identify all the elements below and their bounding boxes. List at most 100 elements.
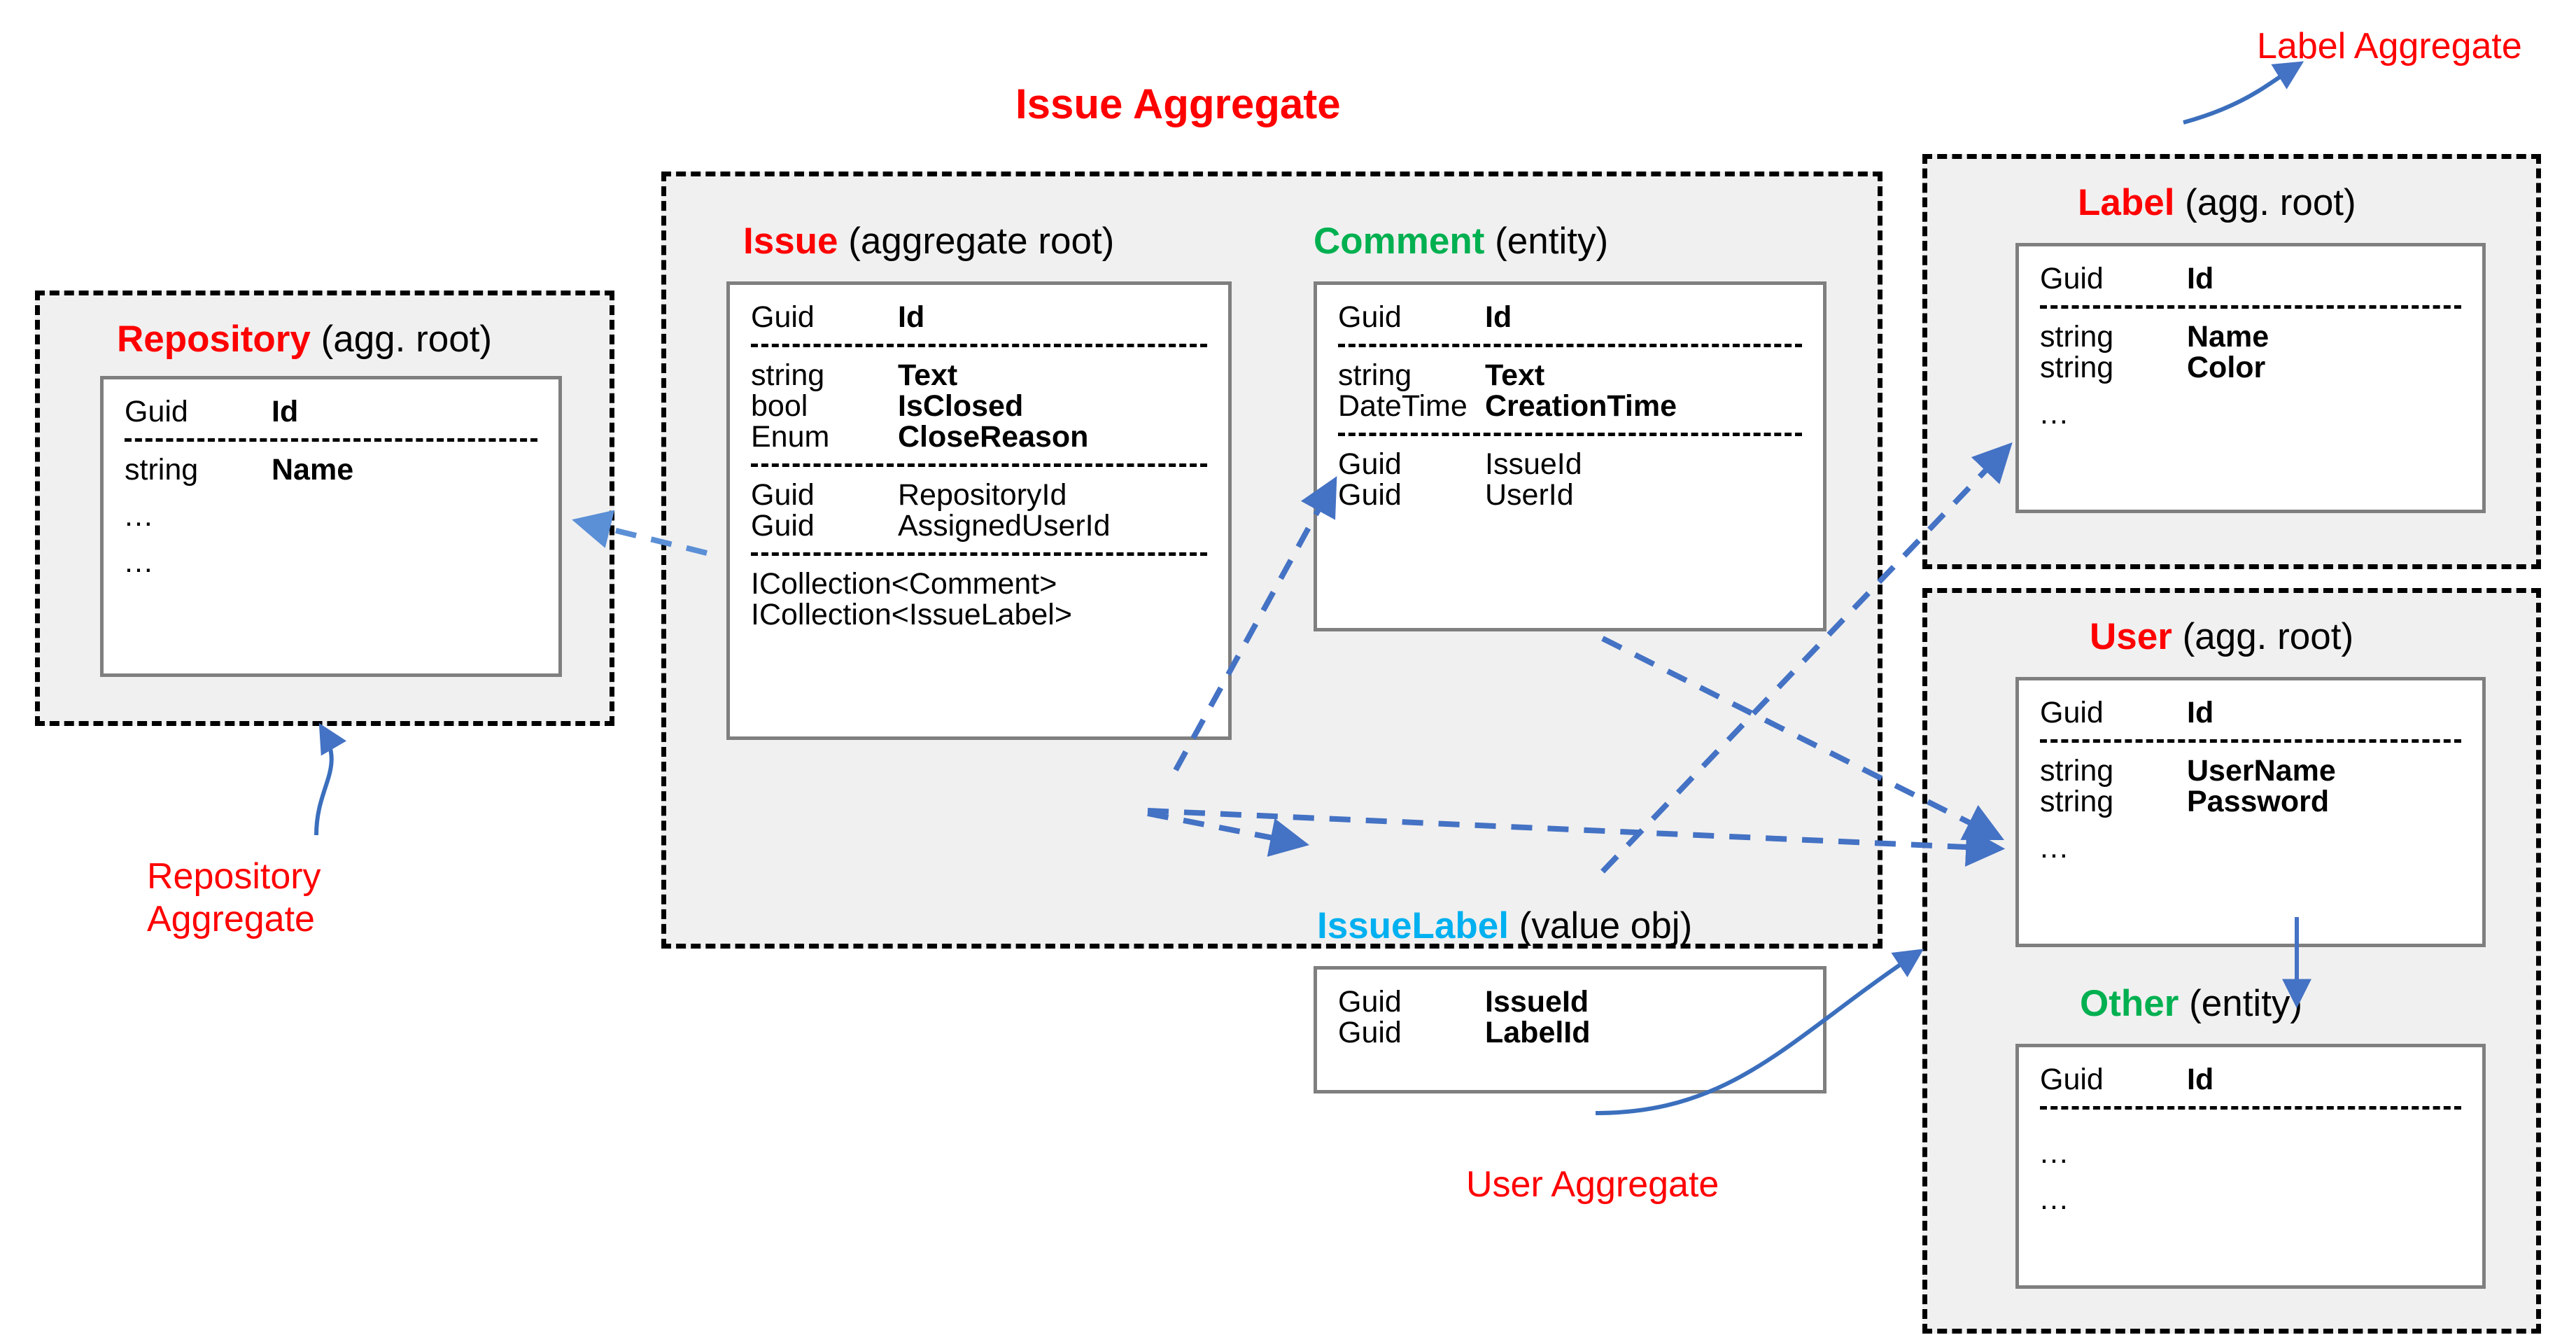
callout-label-aggregate	[2183, 61, 2304, 125]
comment-stereotype: (entity)	[1495, 221, 1609, 262]
field-type: string	[125, 453, 199, 487]
repository-name: Repository	[117, 319, 311, 360]
user-card-title: User (agg. root)	[2090, 615, 2353, 658]
field-name: Name	[2187, 320, 2269, 354]
section-divider	[2040, 305, 2461, 309]
field-name: IssueId	[1485, 985, 1589, 1019]
field-type: string	[2040, 785, 2114, 818]
callout-repository-aggregate	[314, 722, 347, 836]
field-type: string	[1338, 358, 1412, 392]
field-type: string	[2040, 754, 2114, 788]
field-type: Guid	[2040, 1063, 2104, 1096]
label-aggregate-annotation: Label Aggregate	[2257, 26, 2522, 67]
field-name: Id	[2187, 262, 2214, 295]
field-row: string Name	[125, 454, 540, 485]
field-name: Id	[898, 300, 925, 334]
field-name: Id	[1485, 300, 1512, 334]
user-name: User	[2090, 616, 2172, 657]
comment-card-title: Comment (entity)	[1314, 220, 1608, 263]
field-name: Id	[272, 395, 299, 428]
field-type: Guid	[1338, 478, 1402, 512]
issue-stereotype: (aggregate root)	[848, 221, 1115, 262]
label-stereotype: (agg. root)	[2185, 182, 2356, 223]
field-type: Guid	[125, 395, 188, 428]
repository-card-title: Repository (agg. root)	[117, 318, 492, 361]
field-type: Enum	[751, 420, 830, 454]
field-type: string	[2040, 320, 2114, 354]
issuelabel-stereotype: (value obj)	[1519, 905, 1693, 946]
field-type: Guid	[2040, 696, 2104, 729]
field-type: Guid	[1338, 985, 1402, 1019]
section-divider	[2040, 1106, 2461, 1110]
field-row: Guid Id	[125, 396, 540, 427]
comment-card: Guid Id string Text DateTime CreationTime G…	[1314, 281, 1827, 631]
field-name: CreationTime	[1485, 389, 1677, 423]
field-row: bool IsClosed	[751, 391, 1210, 421]
repository-stereotype: (agg. root)	[321, 319, 493, 360]
field-row: Guid Id	[751, 302, 1210, 333]
section-divider	[125, 438, 537, 442]
field-type: Guid	[2040, 262, 2104, 295]
label-card-title: Label (agg. root)	[2078, 181, 2356, 224]
field-type: ICollection<IssueLabel>	[751, 598, 1072, 631]
field-type: Guid	[1338, 300, 1402, 334]
field-type: DateTime	[1338, 389, 1468, 423]
field-ellipsis: ...	[2040, 1182, 2069, 1216]
other-name: Other	[2080, 983, 2179, 1024]
field-type: Guid	[1338, 447, 1402, 481]
issue-aggregate-title: Issue Aggregate	[1015, 81, 1341, 127]
section-divider	[1338, 433, 1802, 436]
field-name: Color	[2187, 351, 2266, 384]
other-card: Guid Id ... ...	[2015, 1044, 2486, 1289]
issuelabel-name: IssueLabel	[1317, 905, 1509, 946]
field-ellipsis: ...	[125, 499, 154, 533]
field-type: string	[2040, 351, 2114, 384]
field-row: string Color	[2040, 352, 2464, 383]
field-type: Guid	[751, 509, 815, 543]
field-type: string	[751, 358, 825, 392]
field-name: IsClosed	[898, 389, 1024, 423]
field-row: Guid Id	[2040, 1064, 2464, 1095]
section-divider	[751, 463, 1207, 467]
issuelabel-card-title: IssueLabel (value obj)	[1317, 904, 1692, 947]
repository-aggregate-container: Repository (agg. root) Guid Id string Name…	[35, 291, 614, 726]
field-name: Id	[2187, 1063, 2214, 1096]
field-name: IssueId	[1485, 447, 1582, 481]
comment-name: Comment	[1314, 221, 1485, 262]
field-name: UserId	[1485, 478, 1574, 512]
field-name: Password	[2187, 785, 2330, 818]
field-row: string Password	[2040, 786, 2464, 817]
field-ellipsis: ...	[2040, 831, 2069, 865]
label-aggregate-container: Label (agg. root) Guid Id string Name stri…	[1922, 154, 2541, 569]
field-type: Guid	[751, 478, 815, 512]
field-row: Guid Id	[2040, 263, 2464, 294]
field-name: Text	[1485, 358, 1545, 392]
field-ellipsis: ...	[2040, 1136, 2069, 1170]
field-name: Name	[272, 453, 354, 487]
field-row: Guid IssueId	[1338, 449, 1805, 480]
field-row: ICollection<Comment>	[751, 568, 1210, 599]
other-stereotype: (entity)	[2189, 983, 2303, 1024]
user-aggregate-annotation: User Aggregate	[1466, 1164, 1719, 1205]
field-row: string Name	[2040, 321, 2464, 352]
label-name: Label	[2078, 182, 2175, 223]
field-type: bool	[751, 389, 808, 423]
field-row: Guid Id	[1338, 302, 1805, 333]
field-type: Guid	[751, 300, 815, 334]
issue-name: Issue	[743, 221, 838, 262]
other-card-title: Other (entity)	[2080, 982, 2302, 1025]
field-type: ICollection<Comment>	[751, 567, 1057, 601]
repository-aggregate-annotation: Repository Aggregate	[147, 856, 321, 940]
field-row: ICollection<IssueLabel>	[751, 599, 1210, 630]
